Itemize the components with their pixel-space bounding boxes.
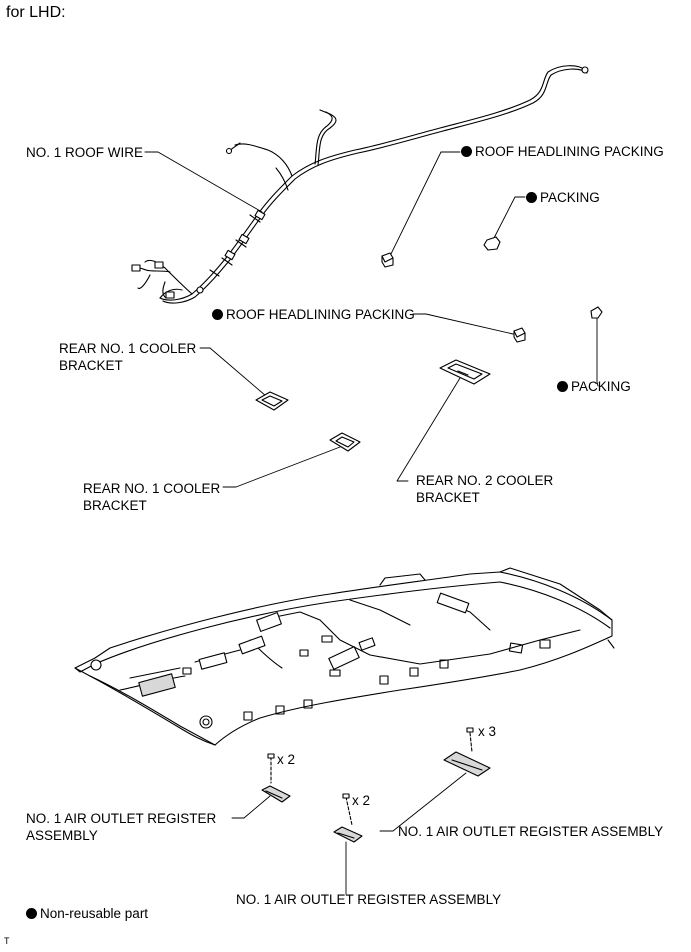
rear-no2-cooler-bracket	[439, 359, 491, 385]
label-rear-no2-cooler-bracket: REAR NO. 2 COOLER BRACKET	[416, 473, 554, 505]
air-outlet-register-right	[443, 727, 491, 777]
roof-headlining-packing-part-1	[381, 252, 394, 268]
label-air-outlet-register-left: NO. 1 AIR OUTLET REGISTER ASSEMBLY	[26, 811, 217, 843]
packing-part-1	[483, 236, 501, 251]
label-air-outlet-register-right: NO. 1 AIR OUTLET REGISTER ASSEMBLY	[398, 824, 664, 839]
label-packing-2: PACKING	[557, 378, 631, 395]
roof-wire-harness	[131, 65, 589, 304]
label-rear-no1-cooler-bracket-2: REAR NO. 1 COOLER BRACKET	[83, 481, 221, 513]
non-reusable-dot-icon	[26, 908, 37, 919]
page-heading: for LHD:	[6, 4, 66, 21]
label-roof-headlining-packing-2: ROOF HEADLINING PACKING	[212, 306, 415, 323]
label-qty-x3: x 3	[478, 724, 497, 739]
label-no1-roof-wire: NO. 1 ROOF WIRE	[26, 145, 144, 160]
label-qty-x2-left: x 2	[277, 752, 296, 767]
air-outlet-register-mid	[333, 793, 363, 843]
air-outlet-register-left	[261, 753, 291, 803]
roof-headlining-packing-part-2	[513, 327, 526, 343]
legend-non-reusable: Non-reusable part	[26, 905, 148, 922]
rear-no1-cooler-bracket-1	[255, 391, 289, 411]
non-reusable-dot-icon	[526, 192, 537, 203]
footer-code: T	[4, 936, 10, 946]
rear-no1-cooler-bracket-2	[329, 432, 361, 452]
non-reusable-dot-icon	[461, 146, 472, 157]
non-reusable-dot-icon	[557, 381, 568, 392]
label-air-outlet-register-bottom: NO. 1 AIR OUTLET REGISTER ASSEMBLY	[236, 892, 502, 907]
non-reusable-dot-icon	[212, 309, 223, 320]
leader-lines	[144, 151, 599, 895]
label-rear-no1-cooler-bracket-1: REAR NO. 1 COOLER BRACKET	[59, 341, 197, 373]
packing-part-2	[590, 306, 603, 319]
label-roof-headlining-packing-1: ROOF HEADLINING PACKING	[461, 143, 664, 160]
roof-headlining-panel	[74, 567, 615, 746]
label-qty-x2-mid: x 2	[352, 793, 371, 808]
label-packing-1: PACKING	[526, 189, 600, 206]
